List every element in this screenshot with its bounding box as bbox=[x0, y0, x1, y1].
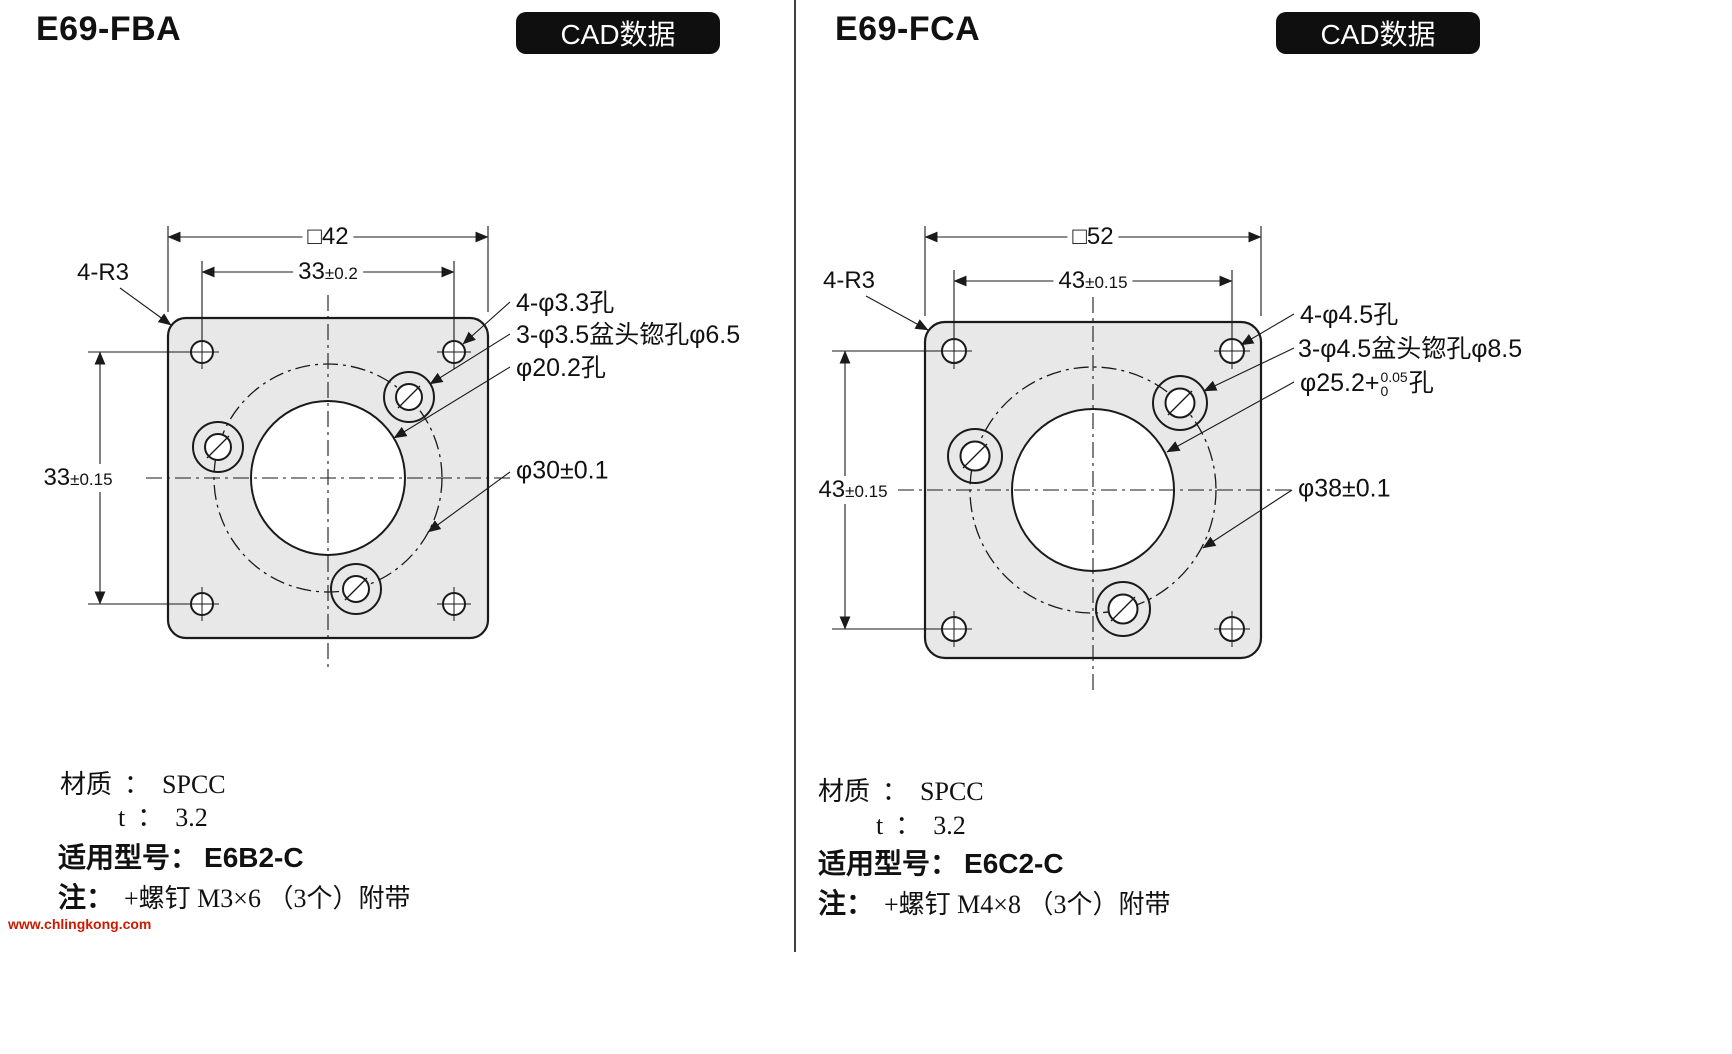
leader-countersunk-holes bbox=[429, 333, 511, 385]
dim-outer-width: □42 bbox=[302, 223, 354, 251]
colon: ： bbox=[882, 776, 909, 806]
leader-corner-holes bbox=[1240, 313, 1295, 346]
thickness-value: 3.2 bbox=[933, 811, 966, 840]
dim-main: 33 bbox=[298, 258, 325, 285]
note-value: +螺钉 M4×8 （3个）附带 bbox=[884, 890, 1171, 919]
dim-tolerance: ±0.15 bbox=[1085, 273, 1128, 292]
dim-tolerance: ±0.2 bbox=[324, 264, 358, 283]
cad-data-badge[interactable]: CAD数据 bbox=[516, 12, 720, 54]
callout-corner-holes: 4-φ3.3孔 bbox=[516, 289, 615, 317]
spec-material: 材质 ： SPCC bbox=[60, 764, 226, 801]
watermark: www.chlingkong.com bbox=[8, 916, 152, 932]
center-hole-prefix: φ25.2+ bbox=[1300, 369, 1380, 397]
leader-center-hole bbox=[393, 366, 511, 439]
thickness-label: t bbox=[876, 811, 884, 840]
leader-countersunk-holes bbox=[1203, 347, 1295, 392]
bolt-circle bbox=[969, 366, 1217, 614]
colon: ： bbox=[895, 810, 922, 840]
thickness-value: 3.2 bbox=[175, 803, 208, 832]
dim-hole-pitch-v: 43±0.15 bbox=[813, 476, 893, 504]
thickness-label: t bbox=[118, 803, 126, 832]
dim-main: 43 bbox=[1058, 267, 1086, 294]
corner-hole bbox=[437, 587, 471, 621]
model-value: E6B2-C bbox=[204, 842, 304, 873]
tolerance-lower: 0 bbox=[1380, 383, 1389, 400]
material-label: 材质 bbox=[818, 776, 871, 806]
dim-main: 33 bbox=[43, 464, 71, 491]
colon: ： bbox=[137, 802, 164, 832]
material-value: SPCC bbox=[162, 770, 226, 799]
dim-corner-radius: 4-R3 bbox=[72, 259, 134, 287]
countersunk-hole bbox=[330, 563, 382, 615]
leader-center-hole bbox=[1166, 381, 1295, 453]
dim-outer-width-value: □52 bbox=[1072, 223, 1114, 250]
corner-hole bbox=[936, 611, 972, 647]
countersunk-hole bbox=[1152, 375, 1208, 431]
callout-corner-holes: 4-φ4.5孔 bbox=[1300, 301, 1399, 329]
note-value: +螺钉 M3×6 （3个）附带 bbox=[124, 884, 411, 913]
note-label: 注： bbox=[818, 888, 875, 919]
leader-bolt-circle bbox=[1202, 489, 1293, 549]
corner-hole bbox=[1214, 611, 1250, 647]
countersunk-hole bbox=[383, 371, 435, 423]
callout-countersunk-holes: 3-φ4.5盆头锪孔φ8.5 bbox=[1298, 335, 1523, 363]
material-label: 材质 bbox=[60, 769, 113, 799]
corner-hole bbox=[185, 587, 219, 621]
countersunk-hole bbox=[947, 428, 1003, 484]
spec-note: 注： +螺钉 M4×8 （3个）附带 bbox=[818, 882, 1170, 922]
callout-center-hole: φ20.2孔 bbox=[516, 354, 606, 382]
cad-data-badge[interactable]: CAD数据 bbox=[1276, 12, 1480, 54]
dim-hole-pitch-v: 33±0.15 bbox=[38, 464, 118, 492]
material-value: SPCC bbox=[920, 777, 984, 806]
model-value: E6C2-C bbox=[964, 848, 1064, 879]
callout-bolt-circle: φ30±0.1 bbox=[516, 456, 609, 485]
countersunk-hole bbox=[192, 421, 244, 473]
colon: ： bbox=[124, 769, 151, 799]
flange-drawing-e69-fca bbox=[832, 226, 1295, 692]
model-title-e69-fca: E69-FCA bbox=[835, 10, 981, 48]
spec-applicable-model: 适用型号：E6C2-C bbox=[818, 842, 1064, 882]
bolt-circle bbox=[213, 363, 443, 593]
dim-tolerance: ±0.15 bbox=[845, 482, 888, 501]
dim-corner-radius-value: 4-R3 bbox=[76, 259, 130, 286]
model-label: 适用型号： bbox=[58, 842, 199, 873]
dim-tolerance: ±0.15 bbox=[70, 470, 113, 489]
spec-thickness: t ： 3.2 bbox=[876, 805, 966, 842]
dim-hole-pitch-h: 33±0.2 bbox=[293, 258, 363, 286]
dim-hole-pitch-h: 43±0.15 bbox=[1053, 267, 1133, 295]
spec-thickness: t ： 3.2 bbox=[118, 797, 208, 834]
spec-note: 注： +螺钉 M3×6 （3个）附带 bbox=[58, 876, 410, 916]
countersunk-hole bbox=[1095, 581, 1151, 637]
dim-main: 43 bbox=[818, 476, 846, 503]
callout-countersunk-holes: 3-φ3.5盆头锪孔φ6.5 bbox=[516, 321, 741, 349]
center-hole-suffix: 孔 bbox=[1408, 369, 1434, 397]
spec-material: 材质 ： SPCC bbox=[818, 771, 984, 808]
dim-corner-radius-value: 4-R3 bbox=[822, 267, 876, 294]
model-title-e69-fba: E69-FBA bbox=[36, 10, 182, 48]
leader-corner-radius bbox=[119, 287, 172, 326]
note-label: 注： bbox=[58, 882, 115, 913]
tolerance-upper: 0.05 bbox=[1380, 369, 1408, 386]
flange-drawing-e69-fba bbox=[88, 226, 511, 668]
callout-bolt-circle: φ38±0.1 bbox=[1298, 474, 1391, 503]
dim-outer-width-value: □42 bbox=[307, 223, 349, 250]
model-label: 适用型号： bbox=[818, 848, 959, 879]
spec-applicable-model: 适用型号：E6B2-C bbox=[58, 836, 304, 876]
dim-corner-radius: 4-R3 bbox=[818, 267, 880, 295]
dim-outer-width: □52 bbox=[1067, 223, 1119, 251]
leader-corner-holes bbox=[462, 301, 511, 345]
leader-corner-radius bbox=[865, 295, 929, 331]
leader-bolt-circle bbox=[427, 471, 511, 533]
